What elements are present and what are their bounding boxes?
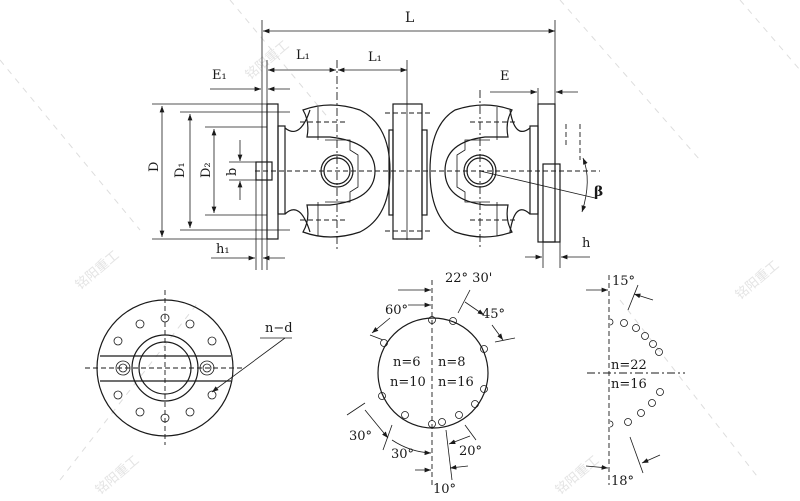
svg-text:铭阳重工: 铭阳重工 [92, 452, 142, 498]
label-n6: n=6 [393, 355, 421, 370]
dim-L: L [405, 10, 414, 26]
hole-pattern-1: 22° 30' 60° 45° n=6 n=8 n=10 n=16 30° 30… [346, 271, 516, 497]
angle-22-30: 22° 30' [445, 271, 492, 286]
label-n16: n=16 [438, 375, 474, 390]
angle-30b: 30° [391, 447, 414, 462]
dim-E: E [500, 69, 510, 84]
dim-D: D [147, 162, 162, 172]
main-view: L L₁ L₁ E₁ E D D₁ D₂ b h₁ h β [147, 10, 603, 270]
angle-beta: β [594, 184, 603, 200]
flange-face-view: n−d [85, 290, 293, 445]
label-n10: n=10 [390, 375, 426, 390]
dim-D1: D₁ [173, 162, 188, 178]
dim-h: h [582, 236, 591, 251]
dim-D2: D₂ [199, 162, 214, 178]
label-n22: n=22 [611, 358, 647, 373]
svg-text:铭阳重工: 铭阳重工 [72, 247, 122, 293]
angle-30a: 30° [349, 429, 372, 444]
angle-10: 10° [433, 482, 456, 497]
dim-E1: E₁ [212, 68, 227, 83]
dim-L1-right: L₁ [368, 50, 382, 65]
angle-60: 60° [385, 303, 408, 318]
label-n-d: n−d [265, 321, 293, 336]
svg-text:铭阳重工: 铭阳重工 [552, 452, 602, 498]
angle-18: 18° [611, 474, 634, 489]
dim-h1: h₁ [216, 242, 230, 257]
label-n8: n=8 [438, 355, 466, 370]
hole-pattern-2: 15° n=22 n=16 18° [585, 274, 685, 489]
dim-L1-left: L₁ [296, 48, 310, 63]
svg-text:铭阳重工: 铭阳重工 [732, 257, 782, 303]
dim-b: b [225, 168, 240, 176]
label-n16-b: n=16 [611, 377, 647, 392]
angle-45: 45° [482, 307, 505, 322]
angle-15: 15° [612, 274, 635, 289]
angle-20: 20° [459, 444, 482, 459]
